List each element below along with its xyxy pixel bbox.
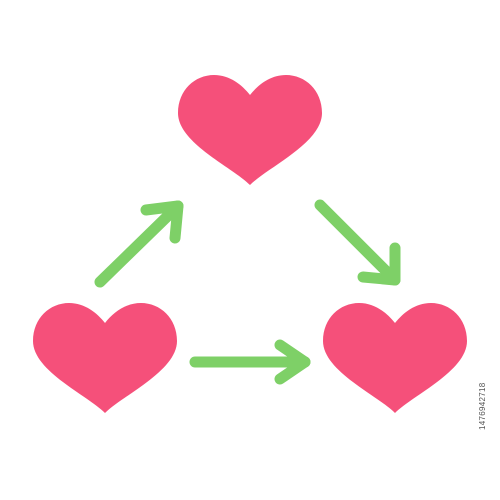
stock-id-label: 1476942718: [478, 382, 487, 431]
heart-bottom-left-icon: [33, 303, 177, 413]
arrow-right-icon: [189, 339, 311, 385]
arrow-down-right-icon: [314, 199, 401, 286]
arrow-up-right-icon: [94, 200, 184, 288]
heart-bottom-right-icon: [323, 303, 467, 413]
heart-top-icon: [178, 75, 322, 185]
